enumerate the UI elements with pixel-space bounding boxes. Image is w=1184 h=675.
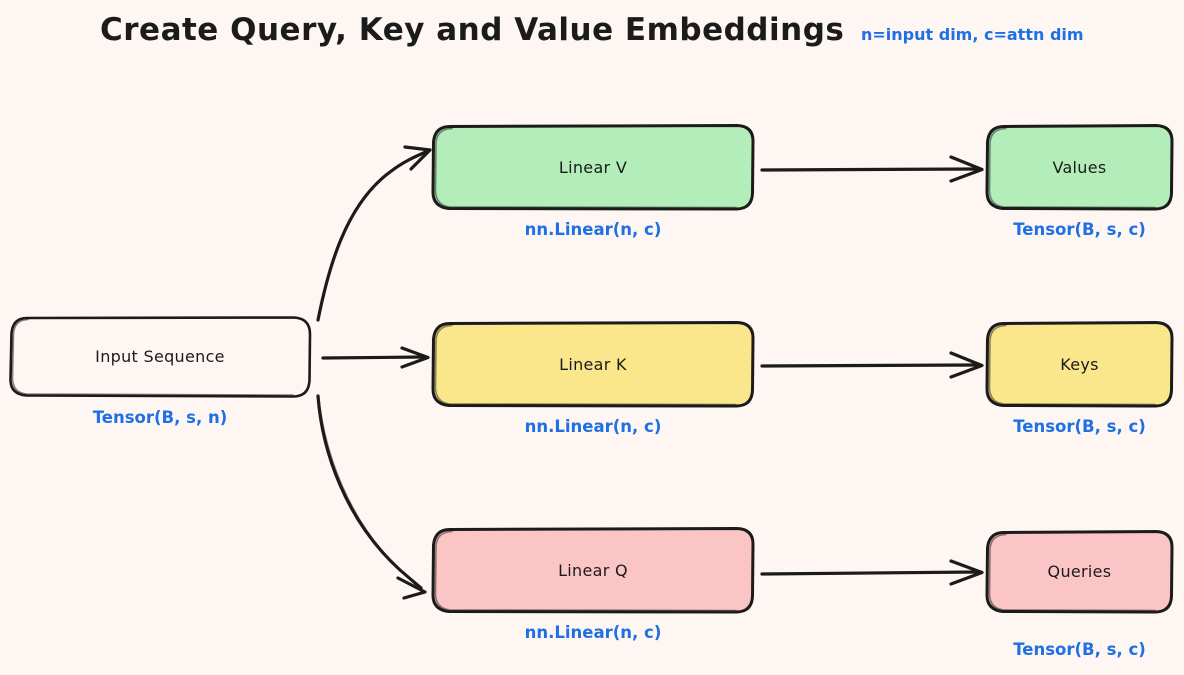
node-linear-v-label: Linear V (558, 157, 628, 177)
annotation-linear-k: nn.Linear(n, c) (524, 417, 662, 436)
node-linear-k-label: Linear K (559, 354, 627, 374)
edge-linear-k-to-keys (760, 351, 984, 379)
node-values-label: Values (1052, 157, 1107, 177)
node-input-sequence-label: Input Sequence (95, 347, 225, 366)
page-title: Create Query, Key and Value Embeddings (100, 12, 845, 48)
annotation-linear-q: nn.Linear(n, c) (524, 623, 662, 642)
annotation-values: Tensor(B, s, c) (1013, 220, 1146, 239)
node-linear-k[interactable]: Linear K (433, 322, 753, 406)
edge-input-to-linear-q (316, 394, 427, 600)
node-linear-v[interactable]: Linear V (433, 125, 753, 209)
edge-linear-q-to-queries (760, 559, 984, 586)
dimension-legend: n=input dim, c=attn dim (861, 25, 1084, 44)
node-queries-label: Queries (1047, 562, 1112, 581)
edge-input-to-linear-v (316, 145, 432, 322)
edge-linear-v-to-values (760, 155, 984, 183)
node-values[interactable]: Values (987, 125, 1172, 209)
annotation-queries: Tensor(B, s, c) (1013, 640, 1146, 659)
node-linear-q-label: Linear Q (558, 560, 628, 580)
node-keys-label: Keys (1060, 354, 1099, 374)
node-queries[interactable]: Queries (987, 531, 1172, 612)
annotation-linear-v: nn.Linear(n, c) (524, 220, 662, 239)
annotation-keys: Tensor(B, s, c) (1013, 417, 1146, 436)
node-keys[interactable]: Keys (987, 322, 1172, 406)
edge-input-to-linear-k (321, 346, 430, 369)
node-linear-q[interactable]: Linear Q (433, 528, 753, 612)
annotation-input-sequence: Tensor(B, s, n) (92, 408, 228, 427)
node-input-sequence[interactable]: Input Sequence (10, 316, 310, 397)
